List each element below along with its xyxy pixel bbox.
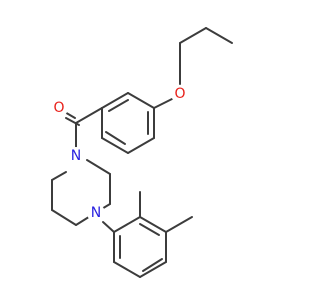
bond <box>101 137 129 154</box>
aryl-nitrogen-bg <box>87 204 105 222</box>
bond <box>86 159 111 175</box>
methyl-groups <box>139 191 193 233</box>
amide-nitrogen-bg <box>67 147 85 165</box>
carbonyl-oxygen-label: O <box>53 100 64 116</box>
bond <box>127 137 155 154</box>
bond <box>65 117 80 126</box>
bond <box>113 261 141 278</box>
ether-bond <box>153 98 173 109</box>
atom-labels: O O N N <box>50 85 189 222</box>
butyl-chain <box>179 27 233 67</box>
dimethylphenyl-ring <box>113 216 167 278</box>
bond <box>51 209 77 226</box>
bond <box>127 92 155 109</box>
ether-oxygen-label: O <box>174 86 185 102</box>
bond <box>75 107 103 124</box>
bond <box>108 99 129 112</box>
piperazine-ring <box>51 159 111 226</box>
aryl-nitrogen-label: N <box>91 205 101 221</box>
bond <box>139 223 160 236</box>
bond <box>139 216 167 233</box>
bond <box>142 258 163 272</box>
bond <box>179 27 207 44</box>
bond <box>205 27 233 44</box>
amide-nitrogen-label: N <box>71 148 81 164</box>
molecule-structure: O O N N <box>50 27 233 278</box>
bond <box>51 171 67 181</box>
bond <box>113 216 141 233</box>
bond <box>139 261 167 278</box>
aryl-n-bond <box>102 221 115 233</box>
carbonyl-oxygen-bg <box>50 99 68 117</box>
bond <box>105 131 126 145</box>
bond <box>101 92 129 109</box>
bond <box>165 216 193 233</box>
carbonyl-group <box>62 107 103 149</box>
benzoyl-ring <box>101 92 155 154</box>
ether-oxygen-bg <box>171 85 189 103</box>
